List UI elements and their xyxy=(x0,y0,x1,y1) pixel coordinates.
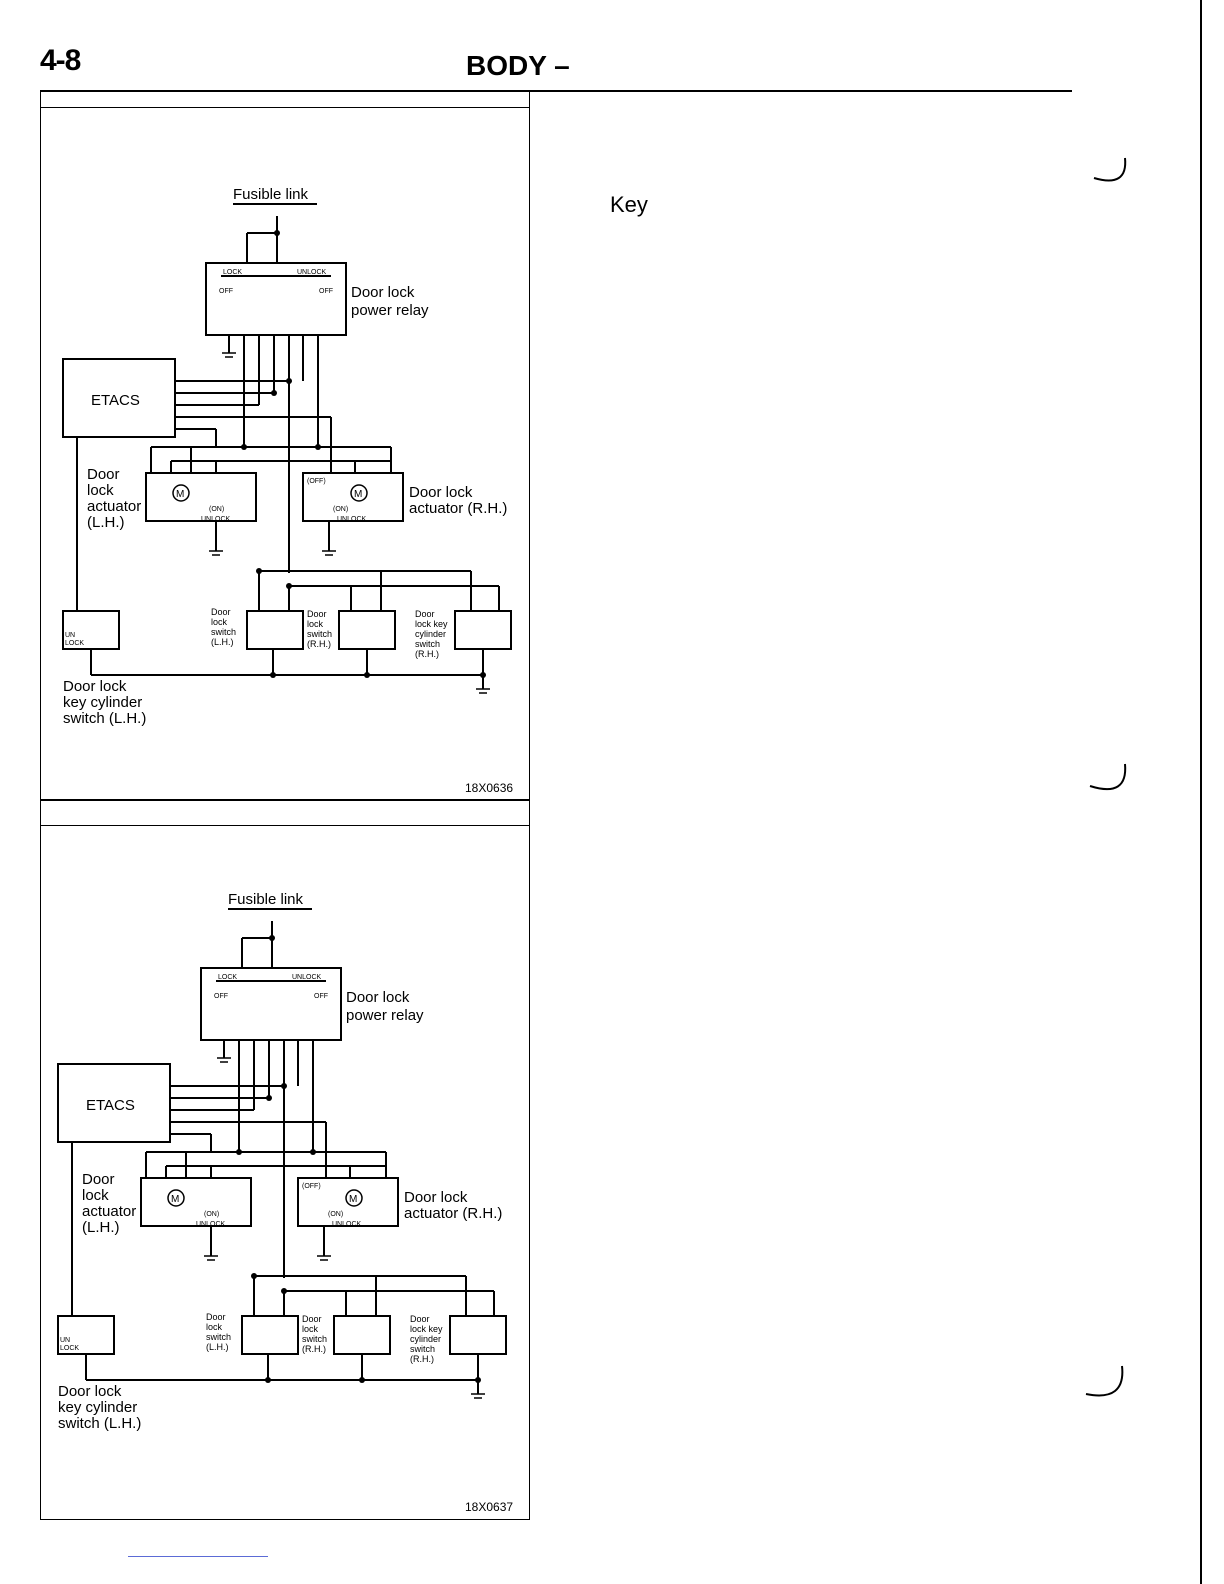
margin-marks xyxy=(1089,157,1127,791)
relay-label-2: power relay xyxy=(351,302,429,319)
act-rh-off: (OFF) xyxy=(307,478,326,485)
binding-mark xyxy=(1093,157,1127,182)
sw-lh-1: Door xyxy=(211,607,231,617)
margin-marks-lower xyxy=(1085,1365,1124,1397)
sw-lh-2: lock xyxy=(211,617,228,627)
act-lh-label-3: actuator xyxy=(87,498,141,515)
act-rh-off: (OFF) xyxy=(302,1183,321,1190)
kc-lh-un: UN xyxy=(60,1337,70,1344)
kc-lh-2: key cylinder xyxy=(58,1399,137,1416)
diagram-panel-1: M M Fusible link Door lock power relay L… xyxy=(40,90,530,800)
kc-rh-2: lock key xyxy=(410,1324,443,1334)
diagram-code-1: 18X0636 xyxy=(465,781,513,795)
page-edge-rule xyxy=(1200,0,1202,1584)
sw-rh-3: switch xyxy=(307,629,332,639)
relay-off-label-2: OFF xyxy=(319,288,333,295)
sw-lh-2: lock xyxy=(206,1322,223,1332)
wiring-diagram-2: M M Fusible link Door lock power relay L… xyxy=(57,891,513,1514)
act-lh-label-2: lock xyxy=(82,1187,109,1204)
kc-lh-3: switch (L.H.) xyxy=(63,710,146,727)
relay-lock-label: LOCK xyxy=(223,269,242,276)
act-lh-label-1: Door xyxy=(82,1171,115,1188)
kc-lh-lock: LOCK xyxy=(60,1345,79,1352)
relay-off-label-2: OFF xyxy=(314,993,328,1000)
sw-rh-2: lock xyxy=(302,1324,319,1334)
diagram-code-2: 18X0637 xyxy=(465,1500,513,1514)
etacs-label: ETACS xyxy=(91,392,140,409)
kc-lh-3: switch (L.H.) xyxy=(58,1415,141,1432)
relay-lock-label: LOCK xyxy=(218,974,237,981)
motor-rh-label: M xyxy=(354,489,362,500)
motor-rh-label: M xyxy=(349,1194,357,1205)
side-label-key: Key xyxy=(610,192,648,217)
binding-mark xyxy=(1089,763,1127,791)
wiring-diagram-1: M M Fusible link Door lock power relay L… xyxy=(62,186,513,795)
etacs-label: ETACS xyxy=(86,1097,135,1114)
act-lh-on: (ON) xyxy=(209,506,224,513)
act-lh-label-4: (L.H.) xyxy=(87,514,125,531)
sw-lh-4: (L.H.) xyxy=(211,637,234,647)
binding-mark xyxy=(1085,1365,1124,1397)
kc-rh-4: switch xyxy=(415,639,440,649)
fusible-link-label: Fusible link xyxy=(228,891,304,908)
relay-label-1: Door lock xyxy=(351,284,415,301)
act-lh-label-2: lock xyxy=(87,482,114,499)
diagram-panel-2: M M Fusible link Door lock power relay L… xyxy=(40,800,530,1520)
kc-rh-1: Door xyxy=(410,1314,430,1324)
relay-label-2: power relay xyxy=(346,1007,424,1024)
act-rh-on: (ON) xyxy=(333,506,348,513)
act-lh-label-3: actuator xyxy=(82,1203,136,1220)
act-lh-on: (ON) xyxy=(204,1211,219,1218)
sw-lh-3: switch xyxy=(211,627,236,637)
act-rh-label-2: actuator (R.H.) xyxy=(404,1205,502,1222)
relay-label-1: Door lock xyxy=(346,989,410,1006)
sw-rh-1: Door xyxy=(307,609,327,619)
act-lh-unlock: UNLOCK xyxy=(196,1221,226,1228)
kc-rh-1: Door xyxy=(415,609,435,619)
sw-rh-3: switch xyxy=(302,1334,327,1344)
sw-lh-3: switch xyxy=(206,1332,231,1342)
act-rh-unlock: UNLOCK xyxy=(337,516,367,523)
sw-rh-4: (R.H.) xyxy=(307,639,331,649)
footer-rule xyxy=(128,1556,268,1557)
act-rh-label-2: actuator (R.H.) xyxy=(409,500,507,517)
act-rh-label-1: Door lock xyxy=(404,1189,468,1206)
act-rh-unlock: UNLOCK xyxy=(332,1221,362,1228)
act-lh-unlock: UNLOCK xyxy=(201,516,231,523)
act-lh-label-1: Door xyxy=(87,466,120,483)
kc-rh-5: (R.H.) xyxy=(410,1354,434,1364)
kc-rh-5: (R.H.) xyxy=(415,649,439,659)
relay-off-label: OFF xyxy=(214,993,228,1000)
kc-rh-3: cylinder xyxy=(415,629,446,639)
kc-rh-2: lock key xyxy=(415,619,448,629)
act-lh-label-4: (L.H.) xyxy=(82,1219,120,1236)
act-rh-label-1: Door lock xyxy=(409,484,473,501)
motor-lh-label: M xyxy=(171,1194,179,1205)
act-rh-on: (ON) xyxy=(328,1211,343,1218)
sw-lh-1: Door xyxy=(206,1312,226,1322)
kc-lh-1: Door lock xyxy=(58,1383,122,1400)
header-rule xyxy=(40,90,1072,92)
sw-rh-2: lock xyxy=(307,619,324,629)
relay-unlock-label: UNLOCK xyxy=(297,269,327,276)
fusible-link-label: Fusible link xyxy=(233,186,309,203)
kc-lh-2: key cylinder xyxy=(63,694,142,711)
relay-off-label: OFF xyxy=(219,288,233,295)
page-number: 4-8 xyxy=(40,44,81,77)
kc-lh-1: Door lock xyxy=(63,678,127,695)
relay-unlock-label: UNLOCK xyxy=(292,974,322,981)
motor-lh-label: M xyxy=(176,489,184,500)
kc-lh-un: UN xyxy=(65,632,75,639)
section-title: BODY – xyxy=(466,50,570,81)
kc-lh-lock: LOCK xyxy=(65,640,84,647)
sw-rh-4: (R.H.) xyxy=(302,1344,326,1354)
kc-rh-4: switch xyxy=(410,1344,435,1354)
sw-rh-1: Door xyxy=(302,1314,322,1324)
sw-lh-4: (L.H.) xyxy=(206,1342,229,1352)
kc-rh-3: cylinder xyxy=(410,1334,441,1344)
